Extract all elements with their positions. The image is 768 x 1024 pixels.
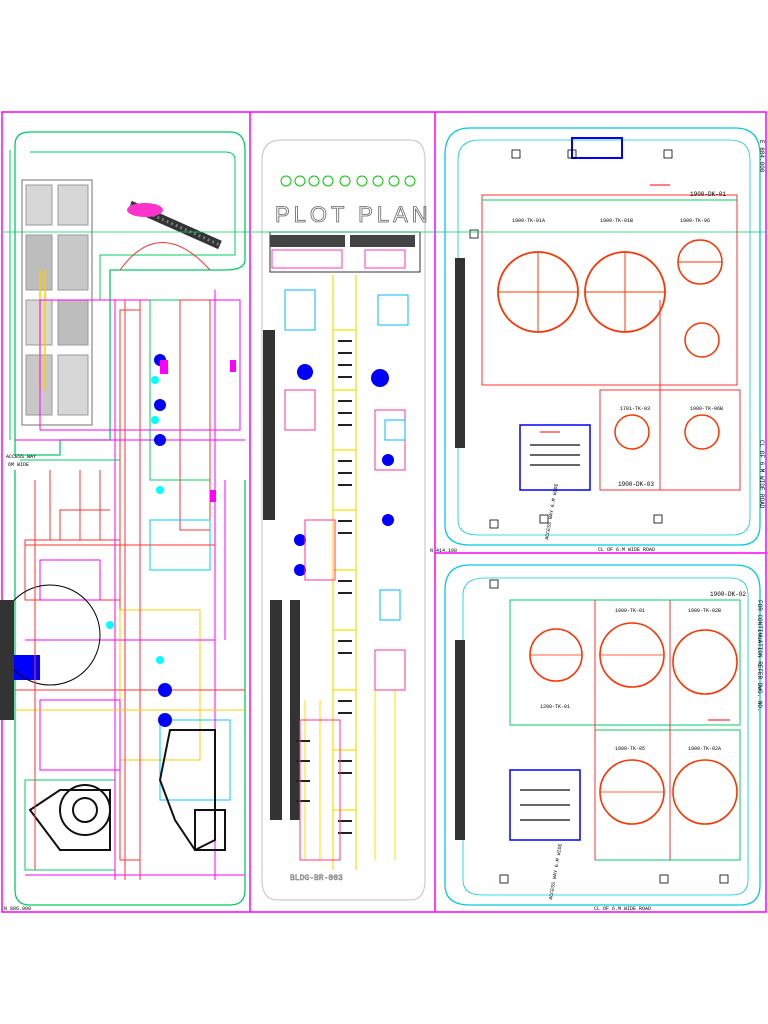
building-block <box>21 179 93 426</box>
tr-pump-house-bars <box>530 444 580 466</box>
tag-tank-mid-1: 1701-TK-03 <box>620 406 650 412</box>
left-road-inner <box>30 151 236 300</box>
tag-tank-top-2: 1900-TK-01B <box>600 218 633 224</box>
tr-rack-vertical <box>455 258 465 448</box>
drawing-frame <box>1 111 767 913</box>
left-magenta-marks <box>160 360 236 502</box>
br-markers <box>489 579 729 884</box>
label-road-right-vertical: CL OF 6.M WIDE ROAD <box>758 440 765 509</box>
tanks-bottom <box>529 622 738 825</box>
tag-dyke-top-1: 1900-DK-01 <box>690 191 726 198</box>
tank-top-1 <box>497 251 579 333</box>
building-rooms <box>25 184 89 416</box>
tr-road-inner <box>457 139 751 536</box>
mid-top-circles <box>280 175 416 187</box>
mid-side-rack <box>304 690 396 860</box>
tanks-bottom-axes <box>530 654 664 793</box>
label-bldg-bottom-mid: BLDG-BR-003 <box>290 874 343 883</box>
left-dark-structure <box>0 600 14 720</box>
left-red-pipes <box>34 470 110 870</box>
label-access-way-bottom: ACCESS WAY 6.M WIDE <box>548 843 564 900</box>
conveyor-structure <box>119 200 222 271</box>
tag-dyke-top-3: 1900-DK-03 <box>618 481 654 488</box>
label-continuation: FOR CONTINUATION REFER DWG. NO. <box>756 600 763 712</box>
dyke-top-3 <box>599 389 741 491</box>
tank-top-2 <box>584 251 666 333</box>
tank-top-3 <box>677 239 723 285</box>
tr-red-arrows <box>540 184 730 721</box>
tag-tank-top-1: 1900-TK-01A <box>512 218 545 224</box>
tr-road-outline <box>444 127 761 546</box>
mid-blue-vessels <box>294 364 394 576</box>
tr-blue-building <box>571 137 623 159</box>
mid-building-room-2 <box>364 249 406 269</box>
tag-tank-mid-2: 1900-TK-06B <box>690 406 723 412</box>
tr-markers <box>469 149 673 529</box>
tag-tank-bottom-small: 1200-TK-01 <box>540 704 570 710</box>
left-road-outline-2 <box>14 470 246 906</box>
left-large-circle <box>0 584 101 686</box>
br-road-inner <box>462 577 749 896</box>
br-pump-house-bars <box>520 789 570 821</box>
label-road-bottom-right: CL OF 6.M WIDE ROAD <box>594 906 651 912</box>
label-access-way-left-2: 6M WIDE <box>8 462 29 468</box>
tag-tank-bottom-4: 1900-TK-05 <box>615 746 645 752</box>
tag-dyke-bottom: 1900-DK-02 <box>710 591 746 598</box>
label-easting: E 884.000 <box>758 140 765 173</box>
tag-tank-bottom-3: 1900-TK-02A <box>688 746 721 752</box>
tr-pump-house <box>519 424 591 491</box>
mid-pink-frames <box>284 389 406 861</box>
label-road-top-right: CL OF 6.M WIDE ROAD <box>598 547 655 553</box>
label-access-way-left: ACCESS WAY <box>6 454 36 460</box>
mid-cyan-equipment <box>284 289 409 621</box>
br-pump-house <box>509 769 581 841</box>
mid-building-block-1 <box>270 235 345 247</box>
left-black-machinery <box>28 729 226 852</box>
tag-tank-bottom-1: 1900-TK-01 <box>615 608 645 614</box>
br-rack-vertical <box>455 640 465 840</box>
mid-building-room <box>271 249 343 269</box>
tag-tank-top-3: 1900-TK-06 <box>680 218 710 224</box>
mid-building-block-2 <box>350 235 415 247</box>
tank-mid-right <box>614 322 720 450</box>
title-block-text: PLOT PLAN <box>275 202 432 227</box>
label-coord-mid: N 414.100 <box>430 548 457 554</box>
mid-dark-racks <box>263 330 300 820</box>
mid-equipment-tags <box>296 340 352 834</box>
dyke-bottom <box>509 599 741 726</box>
label-northing: N 886.000 <box>4 906 31 912</box>
left-road-outline <box>14 131 246 456</box>
left-horizontal-lines <box>15 439 245 876</box>
mid-pipe-rack <box>332 275 357 870</box>
tag-tank-bottom-2: 1900-TK-02B <box>688 608 721 614</box>
left-equipment-cyan <box>106 376 164 664</box>
br-road-outline <box>444 564 761 906</box>
label-access-way-mid: ACCESS WAY 6.M WIDE <box>544 483 560 540</box>
left-process-frames <box>24 299 241 871</box>
dyke-top-1 <box>481 194 738 386</box>
mid-road-outline <box>261 139 426 901</box>
